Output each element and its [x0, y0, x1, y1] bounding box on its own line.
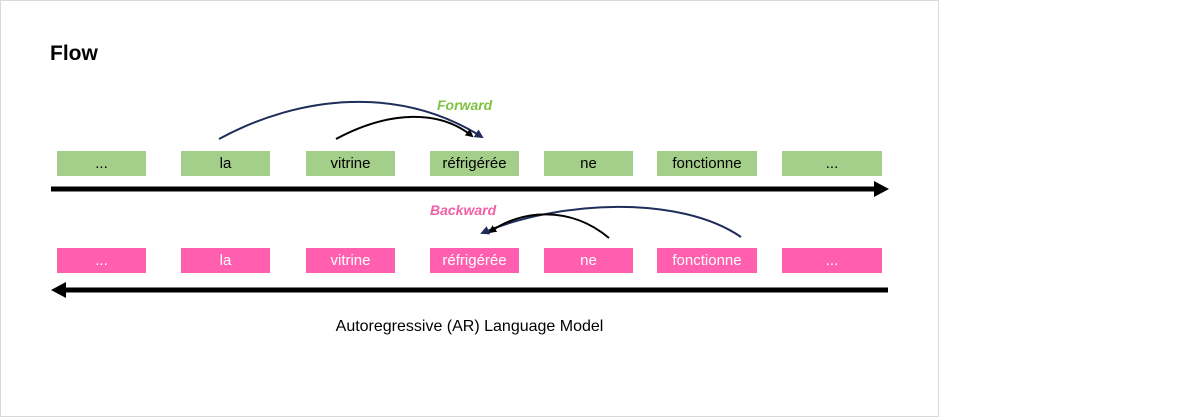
backward-token-ellipsis-end: ...: [782, 248, 882, 273]
diagram-panel: [0, 0, 939, 417]
forward-label: Forward: [437, 97, 493, 113]
forward-token-ellipsis-end: ...: [782, 151, 882, 176]
backward-label: Backward: [430, 202, 497, 218]
forward-token-ne: ne: [544, 151, 633, 176]
forward-token-ellipsis-start: ...: [57, 151, 146, 176]
model-caption: Autoregressive (AR) Language Model: [335, 318, 604, 335]
backward-token-ne: ne: [544, 248, 633, 273]
backward-token-la: la: [181, 248, 270, 273]
forward-token-vitrine: vitrine: [306, 151, 395, 176]
backward-token-fonctionne: fonctionne: [657, 248, 757, 273]
backward-token-ellipsis-start: ...: [57, 248, 146, 273]
forward-token-refrigeree: réfrigérée: [430, 151, 519, 176]
forward-token-la: la: [181, 151, 270, 176]
forward-token-fonctionne: fonctionne: [657, 151, 757, 176]
backward-token-vitrine: vitrine: [306, 248, 395, 273]
diagram-title: Flow: [50, 42, 98, 65]
backward-token-refrigeree: réfrigérée: [430, 248, 519, 273]
